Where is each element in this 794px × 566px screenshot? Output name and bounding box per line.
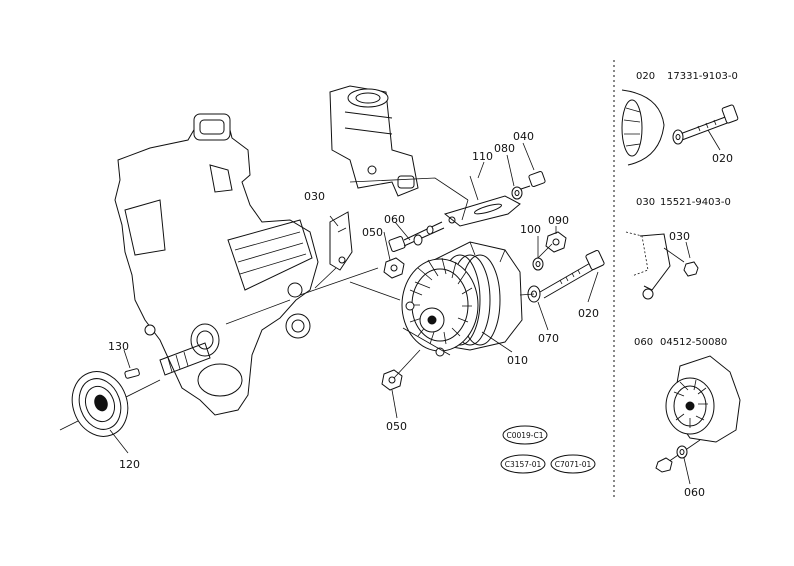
callout-label: 030	[304, 190, 325, 203]
callout-leaders	[109, 142, 599, 454]
reference-codes: C0019-C1 C3157-01 C7071-01	[500, 425, 596, 474]
side-panel-item-030: 030 15521-9403-0 030	[625, 197, 731, 300]
side-panel-part-number: 04512-50080	[660, 337, 727, 348]
side-panel-part-number: 17331-9103-0	[667, 71, 738, 82]
callout-label: 050	[362, 226, 383, 239]
side-panel-number: 060	[634, 337, 653, 348]
side-panel-part-number: 15521-9403-0	[660, 197, 731, 208]
adjusting-link	[443, 175, 521, 227]
reference-code: C0019-C1	[506, 431, 543, 440]
callout-label: 040	[513, 130, 534, 143]
callout-label: 120	[119, 458, 140, 471]
mounting-bracket	[329, 211, 353, 271]
callout-label: 090	[548, 214, 569, 227]
crankshaft-and-pulley	[59, 342, 211, 437]
callout-label: 130	[108, 340, 129, 353]
fasteners	[381, 171, 605, 391]
side-panel-item-020: 020 17331-9103-0 020	[621, 71, 739, 166]
callout-label: 050	[386, 420, 407, 433]
callout-label: 060	[384, 213, 405, 226]
side-panel-callout: 060	[684, 486, 705, 499]
callout-label: 070	[538, 332, 559, 345]
reference-code: C7071-01	[555, 460, 592, 469]
callout-label: 080	[494, 142, 515, 155]
side-panel-number: 030	[636, 197, 655, 208]
callout-label: 100	[520, 223, 541, 236]
callout-labels: 010 020 030 040 050 050 060 070 080 090 …	[108, 130, 599, 471]
callout-label: 010	[507, 354, 528, 367]
side-panel-callout: 020	[712, 152, 733, 165]
callout-label: 110	[472, 150, 493, 163]
reference-code: C3157-01	[505, 460, 542, 469]
alternator	[401, 241, 523, 357]
gear-case-drawing	[114, 113, 319, 416]
side-panel-number: 020	[636, 71, 655, 82]
side-panel-item-060: 060 04512-50080 060	[634, 337, 741, 499]
assembly-lines	[225, 199, 553, 379]
callout-label: 020	[578, 307, 599, 320]
thermostat-housing	[329, 85, 469, 201]
side-panel-callout: 030	[669, 230, 690, 243]
